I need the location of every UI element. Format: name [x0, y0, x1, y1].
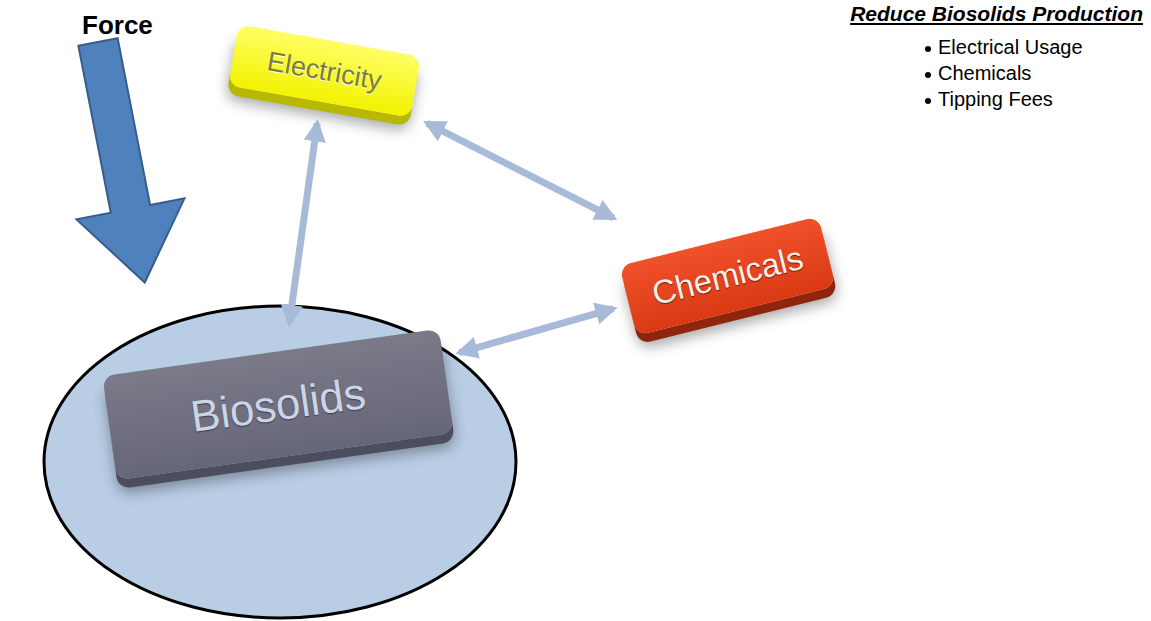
double-arrow — [289, 124, 317, 323]
force-label: Force — [82, 10, 153, 41]
button-box: Electricity — [228, 24, 421, 117]
button-label: Biosolids — [187, 367, 368, 441]
button-label: Electricity — [265, 46, 384, 97]
button-box: Chemicals — [619, 216, 835, 335]
list-item: Tipping Fees — [938, 88, 1053, 111]
bullet-dot — [925, 72, 931, 78]
double-arrow — [460, 309, 614, 353]
bullet-dot — [925, 98, 931, 104]
double-arrow — [427, 123, 613, 218]
list-item: Chemicals — [938, 62, 1031, 85]
list-item: Electrical Usage — [938, 36, 1083, 59]
button-box: Biosolids — [102, 329, 453, 480]
bullet-dot — [925, 46, 931, 52]
list-heading: Reduce Biosolids Production — [850, 2, 1143, 26]
focus-ellipse — [44, 306, 516, 618]
force-arrow — [44, 32, 199, 293]
button-label: Chemicals — [648, 239, 807, 313]
